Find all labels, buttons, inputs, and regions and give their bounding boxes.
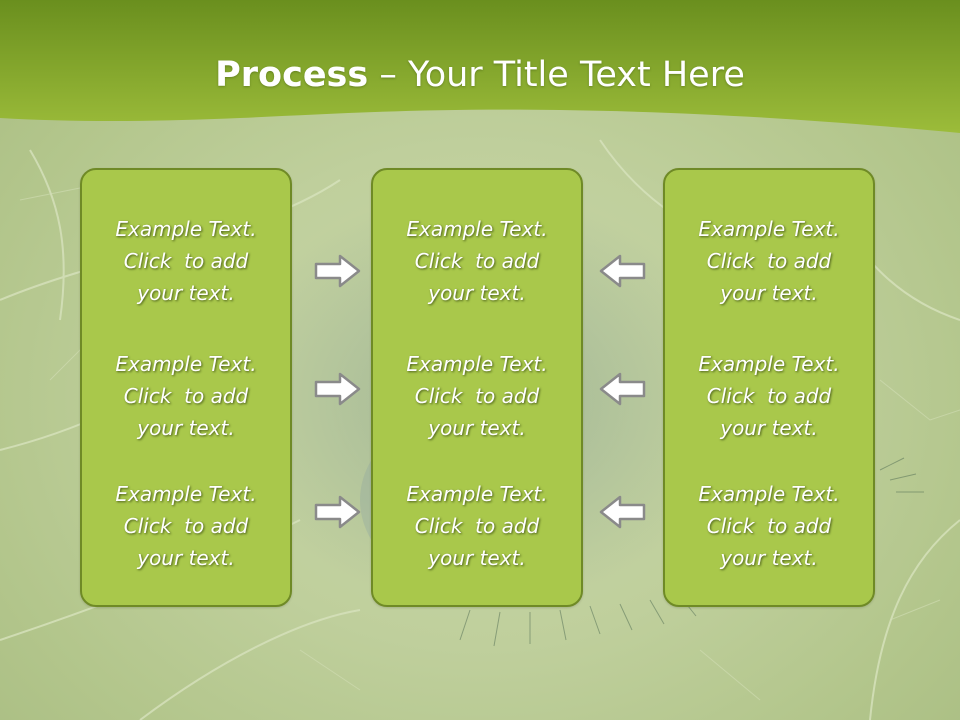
text-placeholder[interactable]: Example Text. Click to add your text.: [665, 213, 873, 309]
text-line: Click to add: [414, 384, 540, 408]
title-bold: Process: [215, 55, 369, 95]
text-placeholder[interactable]: Example Text. Click to add your text.: [665, 478, 873, 574]
panel-left[interactable]: Example Text. Click to add your text. Ex…: [80, 168, 292, 607]
text-line: Click to add: [414, 514, 540, 538]
text-placeholder[interactable]: Example Text. Click to add your text.: [82, 348, 290, 444]
text-placeholder[interactable]: Example Text. Click to add your text.: [373, 213, 581, 309]
text-line: your text.: [137, 281, 235, 305]
text-line: Click to add: [123, 514, 249, 538]
arrow-left-icon: [599, 372, 646, 406]
text-line: Example Text.: [698, 352, 840, 376]
text-placeholder[interactable]: Example Text. Click to add your text.: [82, 213, 290, 309]
text-line: Click to add: [123, 249, 249, 273]
arrow-right-icon: [314, 495, 361, 529]
text-line: Click to add: [706, 514, 832, 538]
panel-right[interactable]: Example Text. Click to add your text. Ex…: [663, 168, 875, 607]
slide-title: Process – Your Title Text Here: [0, 52, 960, 98]
text-line: Example Text.: [115, 217, 257, 241]
text-line: your text.: [720, 281, 818, 305]
text-line: your text.: [428, 281, 526, 305]
arrow-right-icon: [314, 254, 361, 288]
arrow-left-icon: [599, 495, 646, 529]
text-line: your text.: [720, 546, 818, 570]
text-line: Example Text.: [406, 482, 548, 506]
text-line: Example Text.: [698, 217, 840, 241]
text-line: Example Text.: [698, 482, 840, 506]
arrow-left-icon: [599, 254, 646, 288]
text-line: Example Text.: [406, 352, 548, 376]
header-band: [0, 0, 960, 133]
text-line: Click to add: [414, 249, 540, 273]
title-rest: – Your Title Text Here: [368, 55, 745, 95]
panel-center[interactable]: Example Text. Click to add your text. Ex…: [371, 168, 583, 607]
arrow-right-icon: [314, 372, 361, 406]
text-line: your text.: [720, 416, 818, 440]
text-placeholder[interactable]: Example Text. Click to add your text.: [373, 478, 581, 574]
text-line: your text.: [428, 416, 526, 440]
text-line: Example Text.: [115, 482, 257, 506]
text-line: Example Text.: [406, 217, 548, 241]
text-placeholder[interactable]: Example Text. Click to add your text.: [373, 348, 581, 444]
text-line: Example Text.: [115, 352, 257, 376]
text-placeholder[interactable]: Example Text. Click to add your text.: [82, 478, 290, 574]
text-line: your text.: [137, 416, 235, 440]
text-line: Click to add: [706, 249, 832, 273]
text-line: your text.: [428, 546, 526, 570]
text-line: Click to add: [123, 384, 249, 408]
text-line: Click to add: [706, 384, 832, 408]
text-line: your text.: [137, 546, 235, 570]
text-placeholder[interactable]: Example Text. Click to add your text.: [665, 348, 873, 444]
